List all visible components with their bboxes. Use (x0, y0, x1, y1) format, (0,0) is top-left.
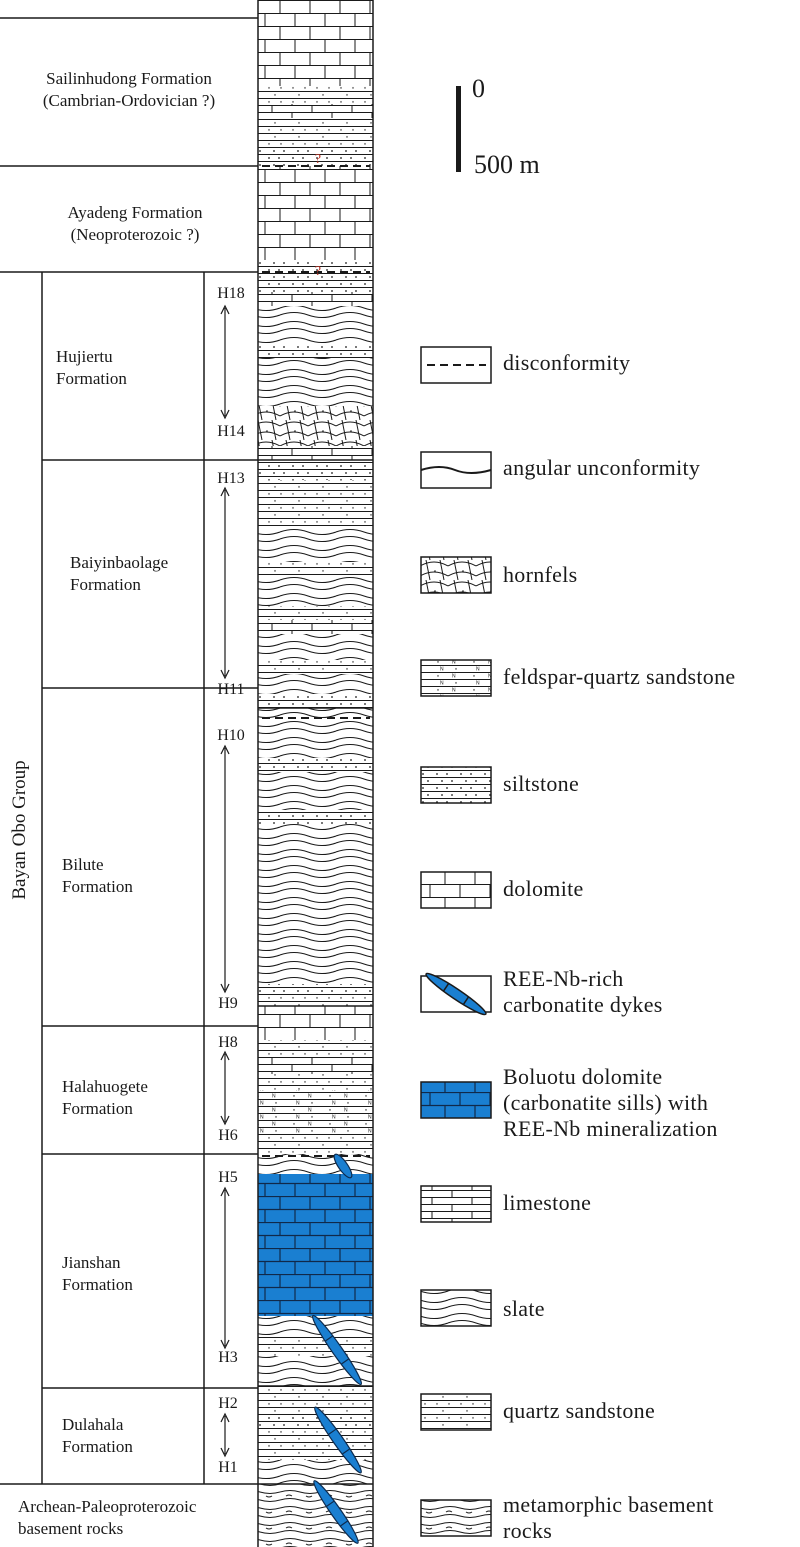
formation-label-jianshan: Jianshan Formation (62, 1252, 133, 1296)
formation-name-line2: Formation (62, 1275, 133, 1294)
formation-name: Dulahala (62, 1415, 124, 1434)
legend-line: feldspar-quartz sandstone (503, 664, 736, 689)
formation-name-line2: basement rocks (18, 1519, 124, 1538)
lithology-column (258, 0, 373, 1547)
horizon-label-bottom: H11 (217, 681, 245, 698)
formation-name-line2: Formation (62, 1437, 133, 1456)
legend-label-dolomite: dolomite (503, 876, 584, 902)
scale-bar (456, 86, 461, 172)
formation-name-line2: Formation (62, 1099, 133, 1118)
legend-swatch-hornfels (420, 556, 492, 594)
carbonatite-dykes-in-column (311, 1153, 363, 1544)
formation-age: (Cambrian-Ordovician ?) (42, 91, 216, 110)
legend-line: slate (503, 1296, 545, 1321)
horizon-label-bottom: H9 (218, 995, 238, 1012)
legend-label-siltstone: siltstone (503, 771, 579, 797)
legend-label-limestone: limestone (503, 1190, 591, 1216)
legend-swatch-feldspar-quartz-sandstone (420, 659, 492, 697)
legend-swatch-metamorphic-basement (420, 1499, 492, 1537)
column-frame (0, 0, 374, 1547)
horizon-label-bottom: H14 (217, 423, 245, 440)
legend-line: hornfels (503, 562, 578, 587)
legend-line: (carbonatite sills) with (503, 1090, 709, 1115)
legend-line: siltstone (503, 771, 580, 796)
formation-name: Bilute (62, 855, 104, 874)
formation-label-basement: Archean-Paleoproterozoic basement rocks (18, 1496, 196, 1540)
legend-line: metamorphic basement (503, 1492, 714, 1517)
legend-line: Boluotu dolomite (503, 1064, 663, 1089)
scale-zero-label: 0 (472, 74, 485, 103)
horizon-label-bottom: H1 (218, 1459, 238, 1476)
horizon-label-top: H10 (217, 727, 245, 744)
formation-label-halahuogete: Halahuogete Formation (62, 1076, 148, 1120)
formation-name-line2: Formation (56, 369, 127, 388)
legend-label-boluotu-dolomite: Boluotu dolomite (carbonatite sills) wit… (503, 1064, 718, 1142)
formation-label-bilute: Bilute Formation (62, 854, 133, 898)
legend-label-hornfels: hornfels (503, 562, 578, 588)
group-label: Bayan Obo Group (9, 760, 30, 900)
horizon-label-top: H18 (217, 285, 245, 302)
legend-line: limestone (503, 1190, 592, 1215)
formation-label-sailinhudong: Sailinhudong Formation (Cambrian-Ordovic… (43, 68, 215, 112)
legend-label-metamorphic-basement: metamorphic basement rocks (503, 1492, 714, 1544)
uncertain-mark-1: ? (315, 152, 321, 167)
legend-label-carbonatite-dykes: REE-Nb-rich carbonatite dykes (503, 966, 663, 1018)
formation-age: (Neoproterozoic ?) (70, 225, 200, 244)
legend-swatch-slate (420, 1289, 492, 1327)
formation-name-line2: Formation (70, 575, 141, 594)
legend-swatch-dolomite (420, 871, 492, 909)
legend-line: dolomite (503, 876, 584, 901)
range-arrows (220, 304, 230, 1458)
formation-name: Ayadeng Formation (67, 203, 203, 222)
uncertain-mark-2: ? (315, 264, 321, 279)
formation-name: Halahuogete (62, 1077, 148, 1096)
legend-swatch-boluotu-dolomite (420, 1081, 492, 1119)
formation-name: Sailinhudong Formation (46, 69, 212, 88)
legend-line: angular unconformity (503, 455, 701, 480)
legend-label-quartz-sandstone: quartz sandstone (503, 1398, 655, 1424)
formation-name: Archean-Paleoproterozoic (18, 1497, 197, 1516)
formation-label-dulahala: Dulahala Formation (62, 1414, 133, 1458)
formation-name: Baiyinbaolage (70, 553, 169, 572)
horizon-label-top: H2 (218, 1395, 238, 1412)
horizon-label-top: H8 (218, 1034, 238, 1051)
legend-swatch-quartz-sandstone (420, 1393, 492, 1431)
legend-line: REE-Nb-rich (503, 966, 624, 991)
legend-swatch-limestone (420, 1185, 492, 1223)
horizon-label-top: H5 (218, 1169, 238, 1186)
legend-swatch-siltstone (420, 766, 492, 804)
formation-label-baiyinbaolage: Baiyinbaolage Formation (70, 552, 168, 596)
legend-label-disconformity: disconformity (503, 350, 630, 376)
legend-swatches (420, 346, 492, 1537)
legend-line: disconformity (503, 350, 631, 375)
formation-label-hujiertu: Hujiertu Formation (56, 346, 127, 390)
legend-line: quartz sandstone (503, 1398, 656, 1423)
horizon-label-bottom: H6 (218, 1127, 238, 1144)
horizon-label-bottom: H3 (218, 1349, 238, 1366)
legend-label-feldspar-quartz-sandstone: feldspar-quartz sandstone (503, 664, 735, 690)
legend-label-slate: slate (503, 1296, 545, 1322)
formation-name: Hujiertu (56, 347, 113, 366)
legend-line: REE-Nb mineralization (503, 1116, 718, 1141)
formation-label-ayadeng: Ayadeng Formation (Neoproterozoic ?) (68, 202, 203, 246)
formation-name-line2: Formation (62, 877, 133, 896)
scale-length-label: 500 m (474, 150, 540, 179)
legend-label-angular-unconformity: angular unconformity (503, 455, 700, 481)
legend-line: carbonatite dykes (503, 992, 663, 1017)
horizon-label-top: H13 (217, 470, 245, 487)
legend-line: rocks (503, 1518, 553, 1543)
formation-name: Jianshan (62, 1253, 121, 1272)
